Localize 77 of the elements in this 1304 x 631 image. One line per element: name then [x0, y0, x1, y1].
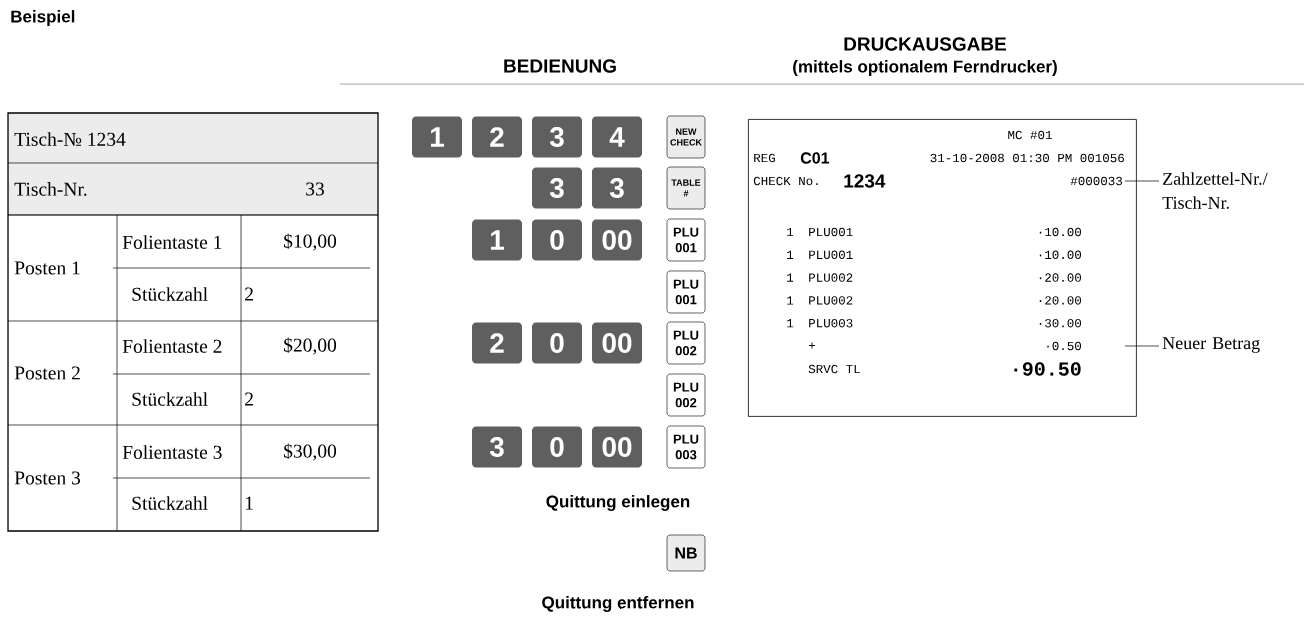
number-key: 4 [592, 116, 642, 158]
number-key: 3 [532, 116, 582, 158]
table-cell: Folientaste 1 [122, 235, 222, 249]
plu-key: PLU 001 [666, 270, 706, 314]
receipt-line: PLU002 [809, 296, 853, 305]
receipt-line: PLU001 [809, 227, 853, 237]
table-cell: $30,00 [284, 443, 337, 461]
number-key: 2 [472, 116, 522, 158]
receipt-line: ·10.00 [1039, 250, 1082, 260]
receipt-line: 1 [787, 227, 794, 237]
number-key: 1 [472, 219, 522, 261]
column-subheading: (mittels optionalem Ferndrucker) [793, 60, 1057, 76]
receipt-line: ·0.50 [1047, 341, 1082, 351]
plu-key: PLU 002 [666, 373, 706, 417]
table-cell: Stückzahl [132, 392, 208, 406]
receipt-line: ·10.00 [1039, 227, 1082, 237]
instruction-text: Quittung einlegen [546, 495, 690, 511]
callout-text: Neuer Betrag [1162, 337, 1260, 353]
receipt-line: ·20.00 [1039, 273, 1082, 282]
plu-key: PLU 001 [666, 218, 706, 262]
table-cell: $20,00 [284, 337, 337, 355]
number-key: 0 [532, 219, 582, 261]
receipt-line: + [808, 342, 815, 349]
receipt-line: CHECK No. [753, 176, 818, 186]
table-cell: Stückzahl [132, 496, 208, 510]
receipt-line: PLU001 [809, 250, 853, 260]
plu-key: PLU 002 [666, 321, 706, 365]
table-cell: Posten 3 [14, 471, 81, 485]
callout-text: Zahlzettel-Nr./ Tisch-Nr. [1162, 172, 1268, 209]
receipt-line: #000033 [1070, 176, 1122, 186]
number-key: 1 [412, 116, 462, 158]
table-cell: Stückzahl [132, 287, 208, 301]
receipt-line: 1 [787, 273, 794, 282]
number-key: 0 [532, 322, 582, 364]
plu-key: PLU 003 [666, 425, 706, 469]
table-cell: Tisch-Nr. [14, 182, 87, 196]
column-heading: DRUCKAUSGABE [844, 37, 1007, 51]
receipt-line: 31-10-2008 01:30 PM 001056 [930, 153, 1124, 163]
function-key: TABLE # [666, 166, 706, 210]
table-cell: 2 [245, 392, 253, 406]
leader-line [1124, 345, 1160, 347]
number-key: 00 [592, 219, 642, 261]
heading: Beispiel [11, 10, 75, 26]
function-key: NB [666, 534, 706, 572]
receipt-line: MC #01 [1008, 130, 1052, 140]
leader-line [1124, 180, 1160, 182]
receipt-line: ·90.50 [1014, 362, 1081, 376]
receipt-line: 1234 [844, 174, 886, 188]
number-key: 2 [472, 322, 522, 364]
table-cell: Tisch-№ 1234 [14, 132, 126, 146]
number-key: 0 [532, 426, 582, 468]
number-key: 3 [532, 167, 582, 209]
receipt-line: ·20.00 [1039, 296, 1082, 305]
table-cell: Folientaste 3 [122, 445, 222, 459]
instruction-text: Quittung entfernen [542, 596, 694, 612]
number-key: 00 [592, 426, 642, 468]
function-key: NEW CHECK [666, 115, 706, 159]
number-key: 3 [592, 167, 642, 209]
table-cell: Posten 2 [14, 366, 80, 380]
table-cell: 1 [245, 496, 253, 510]
column-heading: BEDIENUNG [504, 59, 616, 73]
table-cell: $10,00 [284, 233, 337, 251]
receipt-line: 1 [787, 319, 794, 328]
number-key: 00 [592, 322, 642, 364]
receipt-line: ·30.00 [1039, 318, 1082, 328]
table-cell: Folientaste 2 [122, 339, 222, 353]
receipt-line: PLU002 [809, 273, 853, 282]
receipt-line: PLU003 [809, 318, 853, 328]
table-cell: 33 [306, 182, 324, 196]
table-cell: 2 [245, 287, 253, 301]
receipt-line: C01 [800, 152, 830, 164]
receipt-line: REG [754, 153, 775, 163]
receipt-line: 1 [787, 250, 794, 259]
number-key: 3 [472, 426, 522, 468]
receipt-line: SRVC TL [808, 364, 860, 374]
table-cell: Posten 1 [14, 261, 80, 275]
receipt-line: 1 [787, 296, 794, 305]
